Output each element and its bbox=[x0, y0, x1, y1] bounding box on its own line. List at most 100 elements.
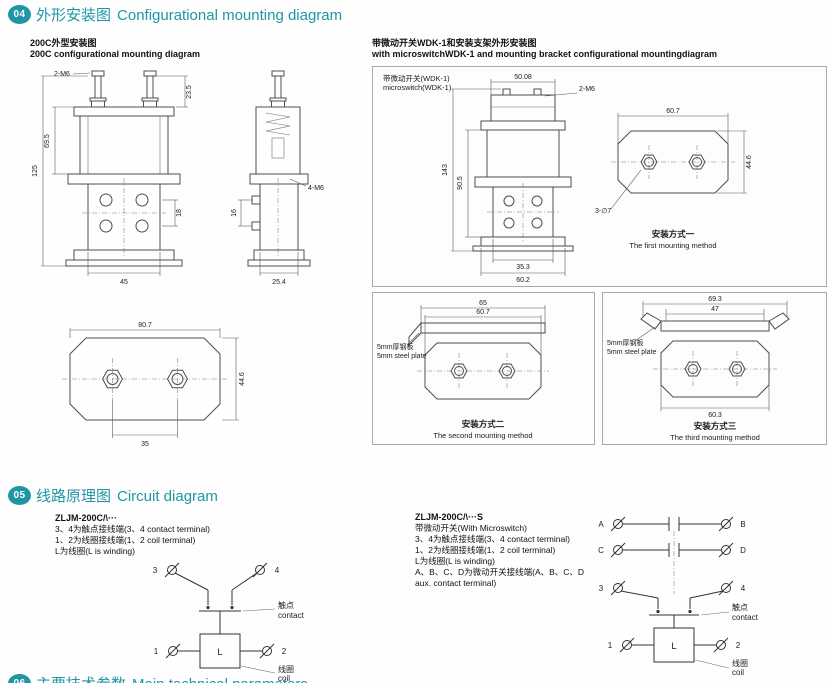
winding-label: L bbox=[217, 647, 222, 658]
m2-note-en: 5mm steel plate bbox=[377, 353, 427, 360]
mounting-method-1-drawing: 带微动开关(WDK-1) microswitch(WDK-1) 50.08 2- bbox=[383, 73, 753, 284]
terminal-3-label: 3 bbox=[153, 566, 158, 575]
section-06-badge: 06 bbox=[8, 674, 31, 683]
section-04-title-zh: 外形安装图 bbox=[36, 7, 112, 24]
right-note-1: 3、4为触点接线端(3、4 contact terminal) bbox=[415, 534, 570, 544]
dim-69-3: 69.3 bbox=[708, 296, 722, 303]
section-04-badge: 04 bbox=[8, 5, 31, 24]
mounting-method-3-box: 69.3 47 60.3 5mm厚钢板 5mm steel plate 安装方式… bbox=[602, 292, 827, 445]
m1-caption-zh: 安装方式一 bbox=[652, 229, 695, 239]
winding-label: L bbox=[671, 641, 676, 652]
dim-60-7-m2: 60.7 bbox=[476, 309, 490, 316]
left-note-2: 1、2为线圈接线端(1、2 coil terminal) bbox=[55, 535, 196, 545]
dim-35: 35 bbox=[141, 441, 149, 448]
section-05-title-en: Circuit diagram bbox=[117, 488, 218, 505]
dim-16: 16 bbox=[231, 209, 238, 217]
dim-45: 45 bbox=[120, 279, 128, 286]
m3-caption-zh: 安装方式三 bbox=[694, 421, 737, 431]
terminal-1-label: 1 bbox=[154, 647, 159, 656]
terminal-b-label: B bbox=[740, 520, 745, 529]
mounting-method-1-box: 带微动开关(WDK-1) microswitch(WDK-1) 50.08 2- bbox=[372, 66, 827, 287]
dim-90-5: 90.5 bbox=[457, 176, 464, 190]
dim-50-08: 50.08 bbox=[514, 74, 532, 81]
m2-note-zh: 5mm厚钢板 bbox=[377, 342, 414, 351]
dim-plate-60-7: 60.7 bbox=[666, 108, 680, 115]
contact-label-zh: 触点 bbox=[278, 600, 294, 610]
m2-caption-zh: 安装方式二 bbox=[462, 419, 505, 429]
terminal-2-label: 2 bbox=[282, 647, 287, 656]
right-note-0: 带微动开关(With Microswitch) bbox=[415, 523, 527, 533]
dim-23-5: 23.5 bbox=[186, 85, 193, 99]
coil-label-en: coil bbox=[278, 674, 290, 683]
dim-65: 65 bbox=[479, 300, 487, 307]
terminal-a-label: A bbox=[598, 520, 604, 529]
plate-outline bbox=[69, 337, 221, 421]
m1-caption-en: The first mounting method bbox=[629, 241, 716, 250]
dim-125: 125 bbox=[32, 165, 39, 177]
left-diagram-caption: 200C外型安装图 200C configurational mounting … bbox=[30, 38, 200, 60]
contact-label-en: contact bbox=[732, 613, 759, 622]
terminal-4-label: 4 bbox=[741, 584, 746, 593]
right-note-3: L为线圈(L is winding) bbox=[415, 556, 495, 566]
right-caption-zh: 带微动开关WDK-1和安装支架外形安装图 bbox=[372, 38, 537, 48]
dim-47: 47 bbox=[711, 306, 719, 313]
left-circuit-model: ZLJM-200C/\··· bbox=[55, 513, 118, 523]
mounting-method-3-drawing: 69.3 47 60.3 5mm厚钢板 5mm steel plate 安装方式… bbox=[607, 296, 790, 442]
section-06-partial-header: 06 主要技术参数 Main technical parameters bbox=[0, 672, 829, 683]
right-circuit-notes: ZLJM-200C/\···S 带微动开关(With Microswitch) … bbox=[415, 512, 584, 589]
terminal-2-label: 2 bbox=[736, 641, 741, 650]
right-diagram-caption: 带微动开关WDK-1和安装支架外形安装图 with microswitchWDK… bbox=[372, 38, 717, 60]
microswitch-label-zh: 带微动开关(WDK-1) bbox=[383, 73, 450, 83]
left-note-1: 3、4为触点接线端(3、4 contact terminal) bbox=[55, 524, 210, 534]
dim-35-3: 35.3 bbox=[516, 264, 530, 271]
m2-caption-en: The second mounting method bbox=[433, 431, 532, 440]
dim-4-m6: 4-M6 bbox=[308, 185, 324, 192]
dim-60-3: 60.3 bbox=[708, 412, 722, 419]
coil-label-zh: 线圈 bbox=[732, 658, 748, 668]
left-note-3: L为线圈(L is winding) bbox=[55, 546, 135, 556]
dim-60-2: 60.2 bbox=[516, 277, 530, 284]
dim-18: 18 bbox=[176, 209, 183, 217]
spring bbox=[265, 112, 291, 136]
section-06-title: 主要技术参数 Main technical parameters bbox=[36, 673, 308, 683]
dim-80-7: 80.7 bbox=[138, 322, 152, 329]
side-view bbox=[247, 70, 311, 267]
dim-25-4: 25.4 bbox=[272, 279, 286, 286]
contactor-with-microswitch-view bbox=[472, 88, 574, 252]
m1-dimensions: 50.08 2-M6 90.5 143 35.3 60.2 bbox=[442, 74, 595, 284]
section-05-badge: 05 bbox=[8, 486, 31, 505]
right-caption-en: with microswitchWDK-1 and mounting brack… bbox=[372, 49, 718, 59]
m3-caption-en: The third mounting method bbox=[670, 433, 760, 442]
front-view bbox=[65, 70, 183, 267]
m1-plate-view: 60.7 44.6 3-∅7 bbox=[595, 108, 753, 215]
terminal-c-label: C bbox=[598, 546, 604, 555]
left-caption-zh: 200C外型安装图 bbox=[30, 38, 97, 48]
section-05-title: 线路原理图 Circuit diagram bbox=[36, 485, 218, 506]
circuit-diagram-basic: 3 4 触点 contact L 1 2 线圈 coil bbox=[153, 562, 305, 683]
dim-bolts-label: 2-M6 bbox=[54, 71, 70, 78]
terminal-d-label: D bbox=[740, 546, 746, 555]
left-circuit-notes: ZLJM-200C/\··· 3、4为触点接线端(3、4 contact ter… bbox=[55, 513, 210, 557]
contact-label-zh: 触点 bbox=[732, 602, 748, 612]
outline-drawing-200c: 2-M6 23.5 69.5 125 18 45 16 4-M6 25.4 bbox=[32, 70, 324, 286]
dim-143: 143 bbox=[442, 164, 449, 176]
dim-plate-holes: 3-∅7 bbox=[595, 208, 611, 215]
microswitch-label-en: microswitch(WDK-1) bbox=[383, 83, 452, 92]
section-06-title-zh: 主要技术参数 bbox=[36, 676, 126, 683]
terminal-3-label: 3 bbox=[599, 584, 604, 593]
section-05-title-zh: 线路原理图 bbox=[36, 488, 112, 505]
dim-44-6: 44.6 bbox=[239, 372, 246, 386]
m3-note-zh: 5mm厚钢板 bbox=[607, 338, 644, 347]
right-note-5: aux. contact terminal) bbox=[415, 578, 497, 588]
m3-note-en: 5mm steel plate bbox=[607, 349, 657, 356]
mounting-method-2-drawing: 65 60.7 5mm厚钢板 5mm steel plate 安装方式二 The… bbox=[377, 300, 549, 440]
left-caption-en: 200C configurational mounting diagram bbox=[30, 49, 201, 59]
section-06-title-en: Main technical parameters bbox=[132, 676, 308, 683]
coil-label-en: coil bbox=[732, 668, 744, 677]
right-circuit-model: ZLJM-200C/\···S bbox=[415, 512, 484, 522]
right-note-4: A、B、C、D为微动开关接线端(A、B、C、D bbox=[415, 567, 585, 577]
terminal-1-label: 1 bbox=[608, 641, 613, 650]
mounting-method-2-box: 65 60.7 5mm厚钢板 5mm steel plate 安装方式二 The… bbox=[372, 292, 595, 445]
dim-plate-44-6: 44.6 bbox=[746, 155, 753, 169]
